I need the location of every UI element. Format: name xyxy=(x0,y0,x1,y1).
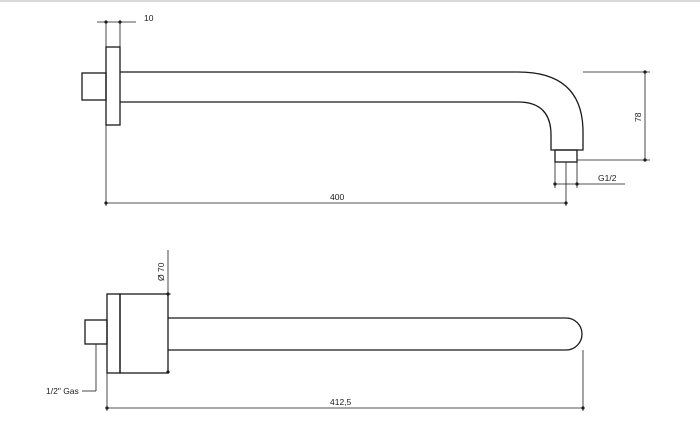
bottom-wall-connector xyxy=(84,319,108,345)
bottom-flange-body xyxy=(119,293,169,374)
top-flange xyxy=(105,46,121,126)
dim-flange-label: 10 xyxy=(144,13,154,23)
top-outlet xyxy=(554,149,578,163)
dim-length-bottom-label: 412,5 xyxy=(330,397,352,407)
top-view: 10 400 78 G1/2 xyxy=(81,13,650,206)
top-wall-connector xyxy=(81,72,107,101)
bottom-view: Ø 70 412,5 1/2" Gas xyxy=(46,250,585,411)
bottom-flange-plate xyxy=(106,293,121,374)
dim-length-top-label: 400 xyxy=(330,192,344,202)
thread-label: G1/2 xyxy=(598,173,617,183)
top-arm xyxy=(120,71,584,151)
top-border xyxy=(0,0,700,2)
bottom-arm xyxy=(168,317,583,351)
dim-diameter-label: Ø 70 xyxy=(156,262,166,281)
connection-label: 1/2" Gas xyxy=(46,386,79,396)
dim-drop-label: 78 xyxy=(633,112,643,122)
